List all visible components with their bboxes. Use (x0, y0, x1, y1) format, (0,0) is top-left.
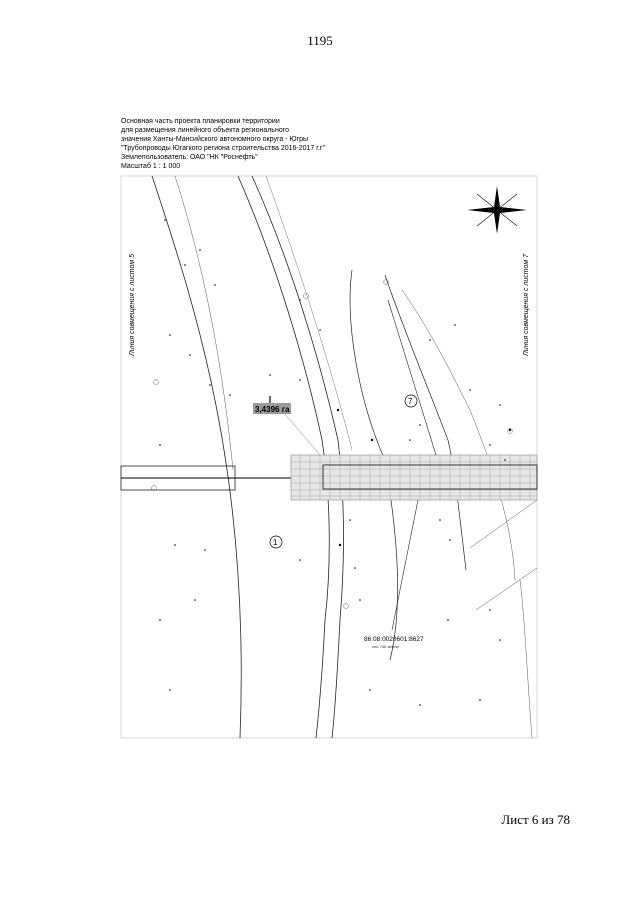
crossing-grid-block (290, 454, 538, 501)
area-highlight (253, 403, 291, 414)
pipeline-curve (384, 274, 467, 571)
boundary-curve-left (151, 175, 242, 739)
left-match-line-label: Линия совмещения с листом 5 (129, 254, 136, 357)
area-leader-diag (284, 413, 321, 456)
cadastral-number: 86:08:0020601:8627 (364, 636, 424, 643)
cadastral-subtitle: лес 746 земли (372, 644, 399, 649)
right-match-line-label: Линия совмещения с листом 7 (523, 253, 530, 357)
pipeline-line (391, 499, 419, 631)
survey-points (159, 219, 512, 706)
area-label: 3,4396 га (255, 405, 290, 414)
header-line: "Трубопроводы Югагкого региона строитель… (121, 145, 325, 152)
corridor-band-right (322, 464, 538, 490)
sheet-label: Лист 6 из 78 (501, 812, 570, 827)
map-header-block: Основная часть проекта планировки террит… (121, 117, 421, 171)
crossing-grid (291, 455, 537, 500)
page-number: 1195 (307, 33, 333, 48)
pipeline-curve (401, 289, 516, 581)
header-line: для размещения линейного объекта региона… (121, 127, 289, 134)
north-arrow-icon (467, 186, 527, 234)
pipeline-curve (519, 579, 533, 739)
header-line: Землепользователь: ОАО "НК "Роснефть" (121, 154, 258, 161)
zone-marker-1 (269, 535, 283, 549)
header-line: Масштаб 1 : 1 000 (121, 163, 181, 170)
tree-symbols (151, 279, 513, 609)
header-line: значения Ханты-Мансийского автономного о… (121, 136, 309, 143)
zone-marker-1-label: 1 (273, 538, 278, 547)
boundary-curve-left-inner (174, 175, 234, 471)
pipeline-line (387, 299, 437, 456)
header-line: Основная часть проекта планировки террит… (121, 118, 280, 125)
road-line (265, 175, 353, 451)
pipeline-line (475, 567, 538, 611)
zone-marker-7-label: 7 (408, 397, 413, 406)
pipeline-line (469, 499, 538, 549)
zone-marker-7 (404, 394, 418, 408)
